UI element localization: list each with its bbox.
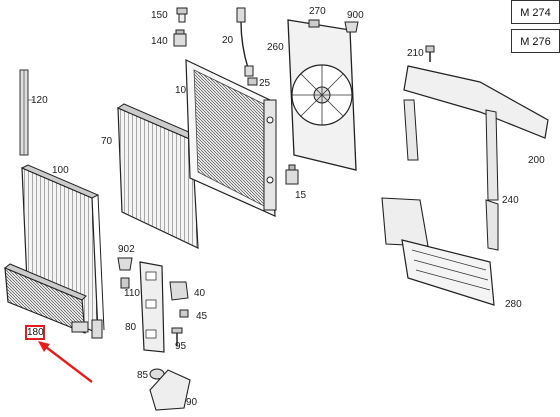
label-180: 180 [27,327,44,338]
label-260: 260 [267,42,284,53]
part-280-air-duct [401,239,495,306]
part-40-bracket [169,281,189,301]
label-15: 15 [295,190,307,201]
part-10-radiator [185,59,277,217]
label-45: 45 [196,311,208,322]
part-900-connector [344,21,359,33]
part-200-crossmember [403,65,549,201]
highlight-arrow [38,341,93,383]
label-150: 150 [151,10,168,21]
label-200: 200 [528,155,545,166]
label-10: 10 [175,85,187,96]
label-110: 110 [124,288,140,299]
label-40: 40 [194,288,206,299]
part-45-nut [179,309,189,318]
label-90: 90 [186,397,198,408]
label-900a: 900 [347,10,364,21]
label-270: 270 [309,6,326,17]
label-280: 280 [505,299,522,310]
label-240: 240 [502,195,519,206]
label-70: 70 [101,136,113,147]
label-210: 210 [407,48,424,59]
part-80-side-bracket [139,261,165,353]
part-270-grommet [308,19,320,28]
part-15-sensor [285,164,299,185]
label-80: 80 [125,322,137,333]
label-95: 95 [175,341,187,352]
part-20-sensor-cable [236,7,254,77]
part-25-clip [247,77,258,86]
part-902-connector [117,257,133,289]
part-180-auxiliary-cooler [4,263,89,334]
part-70-radiator [116,103,200,249]
model-code-m274: M 274 [511,0,560,24]
highlight-box-180 [25,325,45,340]
part-95-screw [171,327,183,346]
label-100: 100 [52,165,69,176]
part-140-bracket [173,29,187,47]
part-90-mount [149,369,191,411]
model-code-m276: M 276 [511,29,560,53]
part-150-fastener [176,7,188,23]
label-902: 902 [118,244,135,255]
label-85: 85 [137,370,149,381]
part-240-support [381,197,499,251]
label-25: 25 [259,78,271,89]
label-20: 20 [222,35,234,46]
part-120-seal-strip [19,69,34,156]
label-120: 120 [31,95,48,106]
part-260-fan-shroud [287,19,357,171]
part-210-bolt [425,45,435,62]
label-140: 140 [151,36,168,47]
